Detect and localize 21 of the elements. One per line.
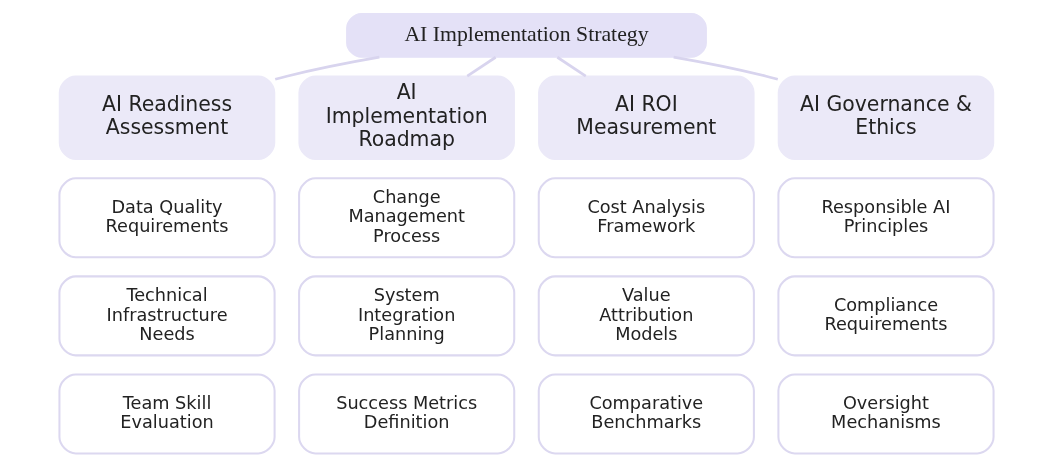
node-box: Success Metrics Definition <box>297 373 515 455</box>
connector <box>465 56 496 78</box>
node-box: Comparative Benchmarks <box>537 373 755 455</box>
node-box: Technical Infrastructure Needs <box>57 275 276 357</box>
node-box: Oversight Mechanisms <box>776 373 995 455</box>
node-box: Change Management Process <box>297 177 515 259</box>
node-box: Responsible AI Principles <box>776 177 995 259</box>
node-box: Data Quality Requirements <box>57 177 276 259</box>
node-box: AI Implementation Roadmap <box>297 75 515 160</box>
node-box: Team Skill Evaluation <box>57 373 276 455</box>
connector <box>556 56 587 78</box>
node-box: System Integration Planning <box>297 275 515 357</box>
node-box: Compliance Requirements <box>776 275 995 357</box>
node-box: AI Implementation Strategy <box>345 12 707 58</box>
node-box: Cost Analysis Framework <box>537 177 755 259</box>
connector <box>274 55 380 81</box>
connector <box>672 55 778 81</box>
node-box: Value Attribution Models <box>537 275 755 357</box>
node-box: AI ROI Measurement <box>537 75 755 160</box>
node-box: AI Readiness Assessment <box>58 75 275 160</box>
node-box: AI Governance & Ethics <box>777 75 994 160</box>
